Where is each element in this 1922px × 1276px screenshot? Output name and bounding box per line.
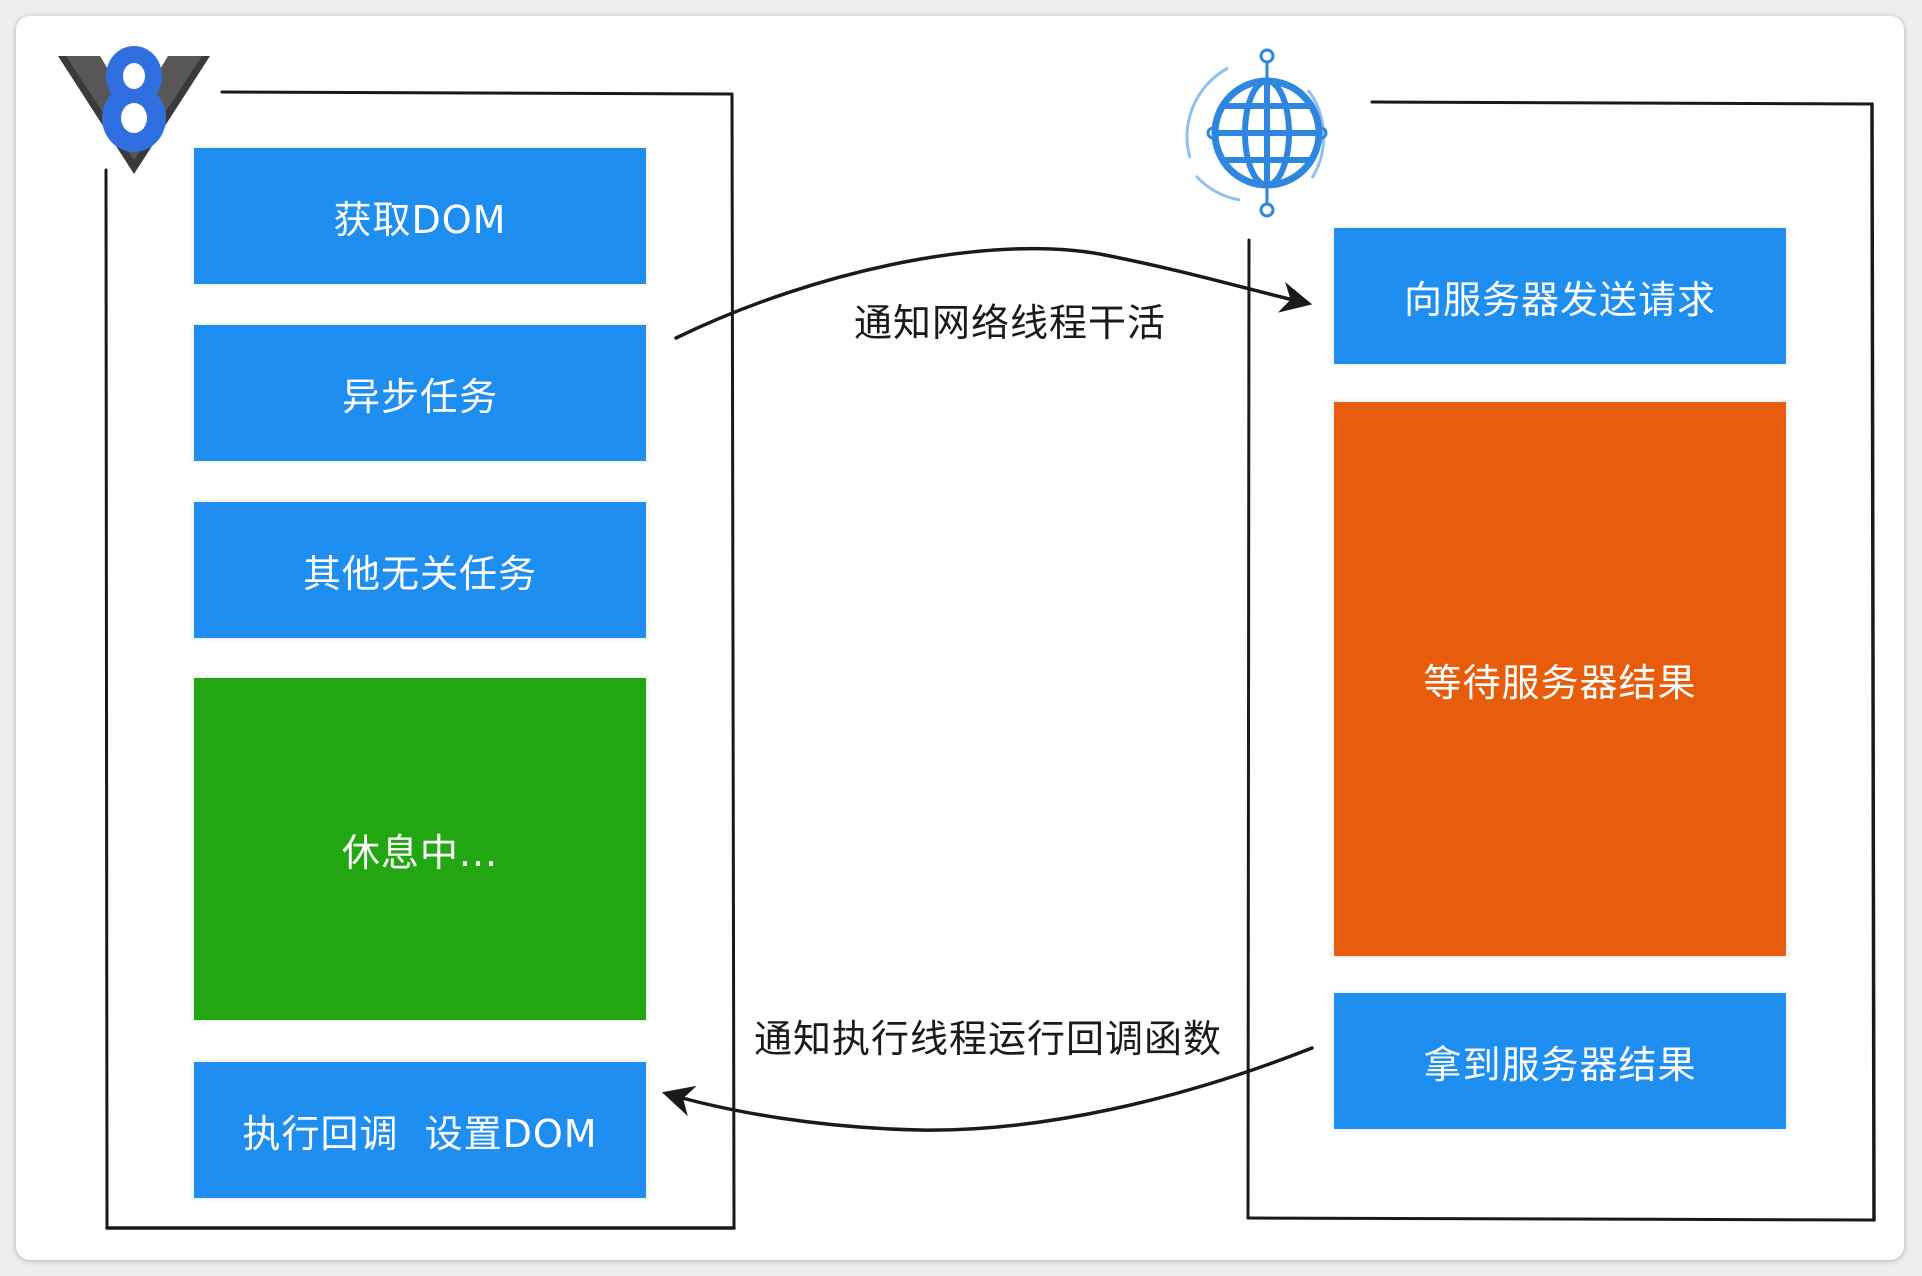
task-other: 其他无关任务 <box>194 502 646 638</box>
arrow-label-notify-main: 通知执行线程运行回调函数 <box>754 1017 1223 1061</box>
task-get-dom: 获取DOM <box>194 148 646 284</box>
task-wait-result: 等待服务器结果 <box>1334 402 1786 956</box>
left-thread-frame <box>104 90 736 1230</box>
task-get-dom-label: 获取DOM <box>333 197 507 242</box>
arrow-label-notify-network: 通知网络线程干活 <box>854 301 1167 345</box>
globe-network-icon <box>1185 48 1328 218</box>
arrow-to-network-thread <box>674 246 1313 340</box>
task-async: 异步任务 <box>194 325 646 461</box>
right-thread-frame <box>1246 100 1876 1222</box>
task-resting: 休息中... <box>194 678 646 1020</box>
arrow-to-main-thread <box>661 1046 1314 1132</box>
task-other-label: 其他无关任务 <box>302 551 537 596</box>
task-send-request: 向服务器发送请求 <box>1334 228 1786 364</box>
task-resting-label: 休息中... <box>341 830 499 875</box>
task-get-result-label: 拿到服务器结果 <box>1423 1042 1697 1087</box>
task-async-label: 异步任务 <box>341 374 498 419</box>
task-wait-result-label: 等待服务器结果 <box>1423 660 1697 705</box>
task-send-request-label: 向服务器发送请求 <box>1403 277 1716 322</box>
task-run-callback-label: 执行回调 设置DOM <box>242 1111 598 1156</box>
task-get-result: 拿到服务器结果 <box>1334 993 1786 1129</box>
v8-logo <box>58 46 210 174</box>
task-run-callback: 执行回调 设置DOM <box>194 1062 646 1198</box>
